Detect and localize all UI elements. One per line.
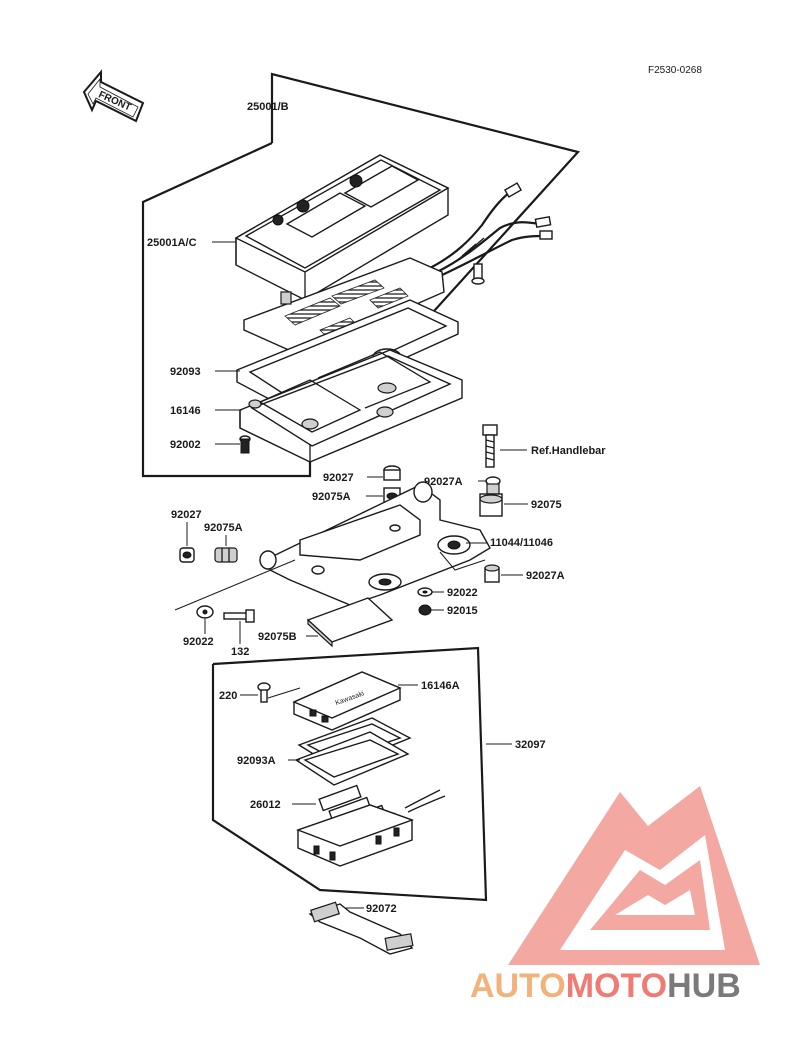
bolt-132 — [223, 609, 255, 623]
label-washer-right: 92022 — [447, 587, 478, 599]
damper-cap-a-right — [485, 476, 501, 495]
meter-bracket — [259, 481, 491, 606]
watermark-logo — [508, 786, 760, 965]
meter-bolt — [239, 435, 251, 454]
clock-base — [295, 804, 415, 867]
label-pad: 92075B — [258, 631, 297, 643]
watermark-text: AUTOMOTOHUB — [470, 967, 741, 1005]
handlebar-bolt — [482, 424, 498, 468]
clock-screw — [257, 682, 271, 703]
damper-right — [479, 493, 503, 517]
clock-assembly-group: 32097 220 Kawasaki 16146A 92093A — [211, 646, 546, 902]
label-bolt-132: 132 — [231, 646, 249, 658]
meter-assembly-group: 25001/B 25001A/C — [141, 72, 581, 478]
label-damper-cap-a-right: 92027A — [526, 570, 565, 582]
label-damper-cap-left: 92027 — [171, 509, 202, 521]
watermark-part1: AUTO — [470, 967, 566, 1005]
label-clock-case: 16146A — [421, 680, 460, 692]
bracket-section: Ref.Handlebar 92027 92075A 92027A 92075 — [171, 424, 606, 658]
label-ref-handlebar: Ref.Handlebar — [531, 445, 606, 457]
label-damper: 92075 — [531, 499, 562, 511]
rubber-pad — [306, 597, 394, 648]
label-clock-assy: 32097 — [515, 739, 546, 751]
damper-cap-a-lower-right — [484, 564, 500, 583]
label-nut: 92015 — [447, 605, 478, 617]
nut — [418, 604, 432, 616]
front-arrow-icon: FRONT — [82, 69, 145, 123]
label-meter-assy: 25001/B — [247, 101, 289, 113]
label-gasket-lower: 92093A — [237, 755, 276, 767]
wiring-harness — [429, 182, 553, 277]
gasket-lower — [294, 717, 412, 786]
label-damper-a-left: 92075A — [204, 522, 243, 534]
watermark-part3: HUB — [667, 967, 741, 1005]
damper-cap-center — [383, 465, 401, 481]
damper-a-left — [214, 547, 238, 563]
label-washer-left: 92022 — [183, 636, 214, 648]
watermark-part2: MOTO — [566, 967, 667, 1005]
meter-case — [234, 154, 450, 301]
figure-code: F2530-0268 — [648, 65, 702, 76]
label-bracket: 11044/11046 — [490, 537, 553, 549]
clock-case: Kawasaki — [292, 671, 402, 731]
label-band: 92072 — [366, 903, 397, 915]
label-meter-base: 16146 — [170, 405, 201, 417]
damper-cap-left — [179, 547, 195, 563]
label-damper-cap: 92027 — [323, 472, 354, 484]
label-battery: 26012 — [250, 799, 281, 811]
meter-circuit-plate — [243, 257, 445, 356]
label-gasket-upper: 92093 — [170, 366, 201, 378]
washer-left — [196, 605, 214, 619]
label-damper-a: 92075A — [312, 491, 351, 503]
washer-right — [417, 587, 433, 597]
label-meter-case: 25001A/C — [147, 237, 197, 249]
clock-band — [308, 901, 414, 955]
label-damper-cap-a: 92027A — [424, 476, 463, 488]
label-bolt-meter: 92002 — [170, 439, 201, 451]
label-screw-220: 220 — [219, 690, 237, 702]
meter-screw — [471, 263, 485, 285]
meter-base — [239, 349, 463, 463]
